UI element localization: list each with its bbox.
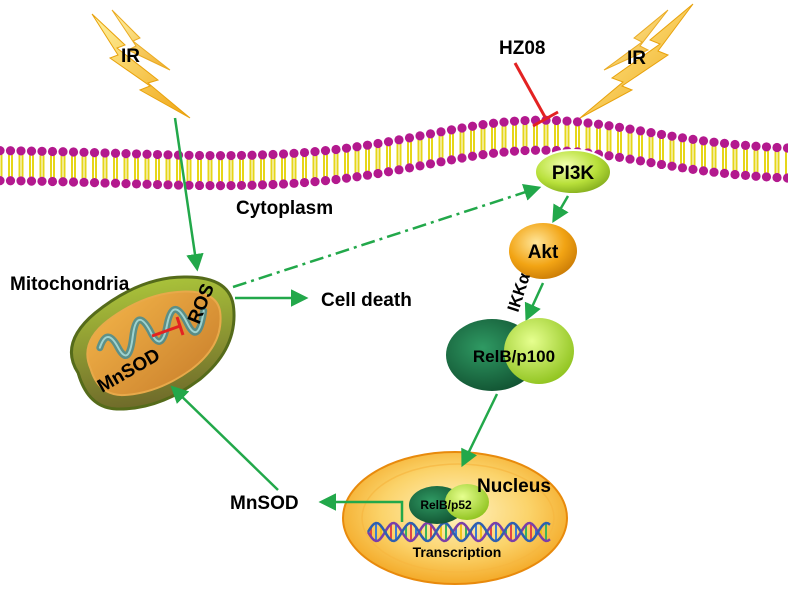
relb-p52-complex: [409, 484, 489, 524]
cytoplasm-label: Cytoplasm: [236, 198, 333, 219]
akt-label: Akt: [528, 242, 559, 263]
arrow-ir-to-ros: [173, 117, 204, 272]
cell-death-label: Cell death: [321, 290, 412, 311]
mitochondria-label: Mitochondria: [10, 274, 130, 295]
mnsod-output-label: MnSOD: [230, 493, 299, 514]
pi3k-label: PI3K: [552, 163, 595, 184]
lightning-left-icon: [91, 9, 191, 119]
akt-node: [509, 223, 577, 279]
hz08-label: HZ08: [499, 38, 545, 59]
cell-membrane: [0, 115, 788, 191]
arrow-relb-p100-to-nucleus: [461, 393, 499, 468]
arrows: [170, 117, 570, 522]
pi3k-node: [534, 149, 612, 195]
transcription-label: Transcription: [413, 544, 502, 560]
relb-p100-complex: [446, 318, 574, 391]
ir-left-label: IR: [121, 46, 140, 67]
inhibition-hz08: [513, 62, 559, 128]
arrow-mnsod-to-mitochondria: [170, 385, 279, 491]
relb-p52-label: RelB/p52: [420, 498, 472, 512]
arrow-akt-to-relb-p100: [524, 282, 545, 322]
ir-right-label: IR: [627, 48, 646, 69]
inhibition-mnsod-ros: [151, 316, 185, 338]
dna-helix-icon: [366, 521, 551, 543]
ikka-label: IKKα: [504, 270, 535, 314]
arrow-transcription-to-mnsod: [318, 493, 404, 522]
relb-p100-label: RelB/p100: [473, 347, 555, 366]
arrow-pi3k-to-akt: [552, 195, 570, 224]
nucleus-label: Nucleus: [477, 476, 551, 497]
lightning-right-icon: [579, 3, 694, 119]
nucleus-inner: [361, 463, 555, 573]
mitochondrion-icon: [69, 275, 236, 411]
